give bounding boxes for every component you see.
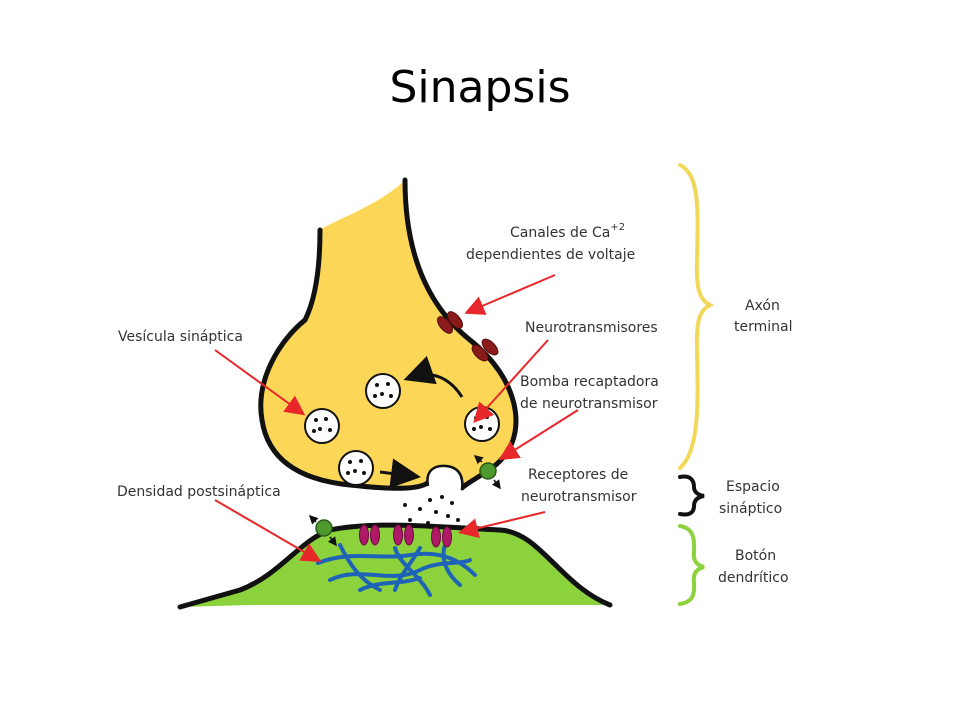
arrow-vesicle [214, 349, 306, 416]
region-space-line1: Espacio [726, 479, 780, 495]
region-button-line2: dendrítico [718, 570, 789, 586]
arrow-density [214, 499, 322, 563]
region-space-line2: sináptico [719, 501, 782, 517]
release-arrow [379, 458, 421, 489]
recycle-arrow [403, 355, 464, 398]
label-neurotransmitters: Neurotransmisores [525, 320, 658, 336]
label-ca-channels: Canales de Ca+2 [510, 222, 625, 241]
axon-terminal-shape [260, 180, 516, 489]
vesicle [365, 373, 401, 409]
label-density: Densidad postsináptica [117, 484, 281, 500]
dendrite-shape [180, 525, 610, 607]
brace-axon-terminal [678, 163, 715, 470]
region-axon-line2: terminal [734, 319, 792, 335]
arrow-receptors [458, 511, 546, 538]
vesicle [304, 408, 340, 444]
label-pump-line1: Bomba recaptadora [520, 374, 659, 390]
vesicle [338, 450, 374, 486]
page-title: Sinapsis [389, 62, 571, 113]
vesicles [304, 373, 500, 486]
region-axon-line1: Axón [745, 298, 780, 314]
label-pump-line2: de neurotransmisor [520, 396, 658, 412]
arrow-neurotransmitters [473, 339, 549, 423]
region-button-line1: Botón [735, 548, 776, 564]
label-vesicle: Vesícula sináptica [118, 329, 243, 345]
label-receptors-line2: neurotransmisor [521, 489, 637, 505]
ca-channels [437, 311, 499, 362]
postsynaptic-density-filaments [316, 543, 477, 597]
brace-synaptic-space [678, 474, 705, 517]
arrow-pump [498, 409, 579, 461]
dendrite-outline [177, 522, 613, 610]
arrow-ca-channels [464, 274, 556, 315]
reuptake-pumps [308, 455, 501, 547]
fusing-vesicle [426, 464, 464, 491]
brace-dendritic-button [678, 524, 705, 606]
pointer-arrows [214, 274, 579, 563]
released-neurotransmitters [403, 495, 460, 525]
label-receptors-line1: Receptores de [528, 467, 628, 483]
receptors [359, 524, 452, 548]
label-ca-channels-line2: dependientes de voltaje [466, 247, 635, 263]
